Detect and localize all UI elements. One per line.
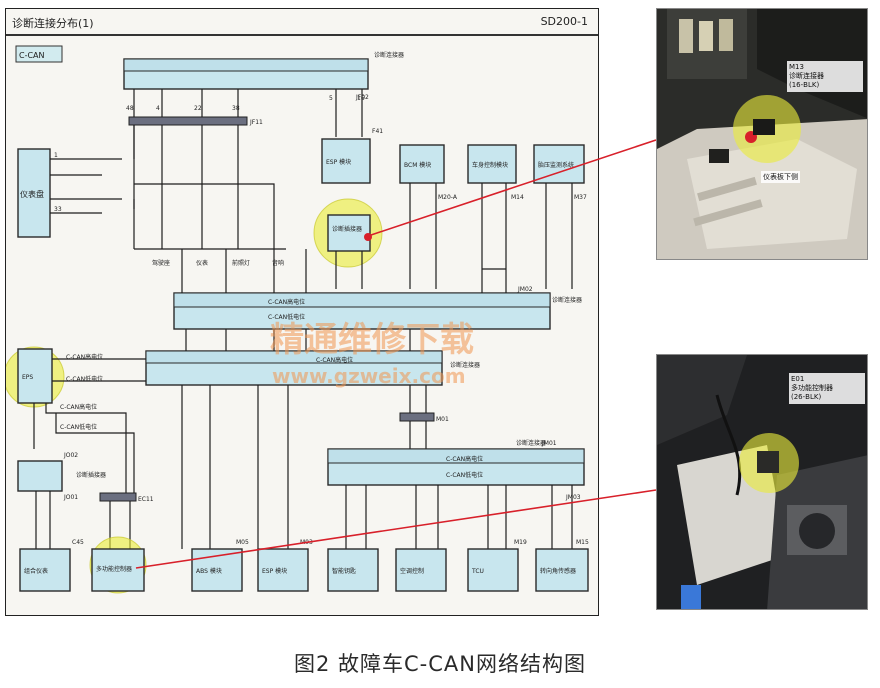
svg-text:C-CAN低电位: C-CAN低电位: [268, 313, 305, 321]
figure-caption: 图2 故障车C-CAN网络结构图: [293, 652, 586, 676]
svg-text:F41: F41: [372, 128, 383, 135]
diagram-title: 诊断连接分布(1): [12, 17, 94, 30]
svg-text:M01: M01: [436, 416, 449, 423]
left-lower-box: [17, 460, 63, 492]
svg-text:C-CAN高电位: C-CAN高电位: [66, 353, 103, 361]
instrument-cluster-box: [17, 148, 51, 238]
svg-text:5: 5: [329, 95, 333, 102]
svg-text:C-CAN低电位: C-CAN低电位: [446, 471, 483, 479]
svg-text:JM03: JM03: [565, 494, 581, 501]
svg-text:38: 38: [232, 105, 240, 112]
svg-text:诊断插接器: 诊断插接器: [76, 471, 106, 479]
svg-text:16: 16: [357, 95, 365, 102]
svg-text:C45: C45: [72, 539, 84, 546]
watermark-url: www.gzweix.com: [272, 364, 466, 388]
watermark-title: 精通维修下载: [270, 320, 474, 360]
svg-text:C-CAN高电位: C-CAN高电位: [316, 356, 353, 364]
photo-top-label: M13 诊断连接器 (16-BLK): [787, 61, 863, 92]
splice-bar-top: [128, 116, 248, 126]
svg-text:C-CAN高电位: C-CAN高电位: [60, 403, 97, 411]
bottom-module-left: [19, 548, 71, 592]
svg-text:组合仪表: 组合仪表: [24, 567, 48, 575]
network-label: C-CAN: [19, 51, 45, 60]
svg-text:22: 22: [194, 105, 202, 112]
svg-text:诊断插接器: 诊断插接器: [332, 225, 362, 233]
svg-text:TCU: TCU: [471, 568, 484, 575]
svg-text:JO02: JO02: [63, 452, 78, 459]
svg-text:33: 33: [54, 206, 62, 213]
wiring-diagram-panel: 诊断连接分布(1) SD200-1 C-CAN 诊断连接器 JF02 JF11 …: [5, 8, 599, 616]
svg-text:前照灯: 前照灯: [232, 259, 250, 267]
photo-multi-controller: E01 多功能控制器 (26-BLK): [656, 354, 868, 610]
svg-text:M19: M19: [514, 539, 527, 546]
left-ecu-box: [17, 348, 53, 404]
instrument-label: 仪表盘: [20, 189, 44, 199]
diagram-code: SD200-1: [540, 15, 588, 28]
svg-text:驾驶座: 驾驶座: [152, 259, 170, 267]
photo-bottom-label: E01 多功能控制器 (26-BLK): [789, 373, 865, 404]
svg-text:空调控制: 空调控制: [400, 567, 424, 575]
svg-text:ABS 模块: ABS 模块: [196, 567, 222, 575]
svg-text:4: 4: [156, 105, 160, 112]
svg-text:多功能控制器: 多功能控制器: [96, 565, 132, 573]
svg-text:JM01: JM01: [541, 440, 557, 447]
svg-text:C-CAN高电位: C-CAN高电位: [268, 298, 305, 306]
svg-text:ESP 模块: ESP 模块: [326, 158, 351, 166]
svg-text:JO01: JO01: [63, 494, 78, 501]
svg-text:ESP 模块: ESP 模块: [262, 567, 287, 575]
svg-text:转向角传感器: 转向角传感器: [540, 567, 576, 575]
svg-text:诊断连接器: 诊断连接器: [552, 296, 582, 304]
splice-bar-right: [399, 412, 435, 422]
svg-text:EC11: EC11: [138, 496, 154, 503]
svg-text:1: 1: [54, 152, 58, 159]
svg-text:BCM 模块: BCM 模块: [404, 161, 431, 169]
connector-jf11: JF11: [249, 119, 263, 126]
svg-text:智能钥匙: 智能钥匙: [332, 567, 356, 575]
svg-text:JM02: JM02: [517, 286, 533, 293]
svg-text:M05: M05: [236, 539, 249, 546]
svg-text:M37: M37: [574, 194, 587, 201]
top-connector-label: 诊断连接器: [374, 51, 404, 59]
svg-text:诊断连接器: 诊断连接器: [450, 361, 480, 369]
svg-text:C-CAN低电位: C-CAN低电位: [66, 375, 103, 383]
module-a-box: [321, 138, 371, 184]
diagram-header: 诊断连接分布(1) SD200-1: [6, 9, 598, 36]
svg-text:M14: M14: [511, 194, 524, 201]
diag-plug-red-marker: [364, 233, 372, 241]
wiring-diagram: C-CAN 诊断连接器 JF02 JF11 48 4 22 38 5 16 仪表…: [6, 45, 589, 594]
splice-bar-left: [99, 492, 137, 502]
photo-diag-connector: M13 诊断连接器 (16-BLK) 仪表板下侧: [656, 8, 868, 260]
diag-plug-box: [327, 214, 371, 252]
svg-text:C-CAN低电位: C-CAN低电位: [60, 423, 97, 431]
svg-text:音响: 音响: [272, 259, 284, 267]
svg-text:胎压监测系统: 胎压监测系统: [538, 161, 574, 169]
svg-text:M15: M15: [576, 539, 589, 546]
svg-text:EPS: EPS: [22, 374, 33, 381]
svg-text:车身控制模块: 车身控制模块: [472, 161, 508, 169]
network-label-box: [15, 45, 63, 63]
svg-text:诊断连接器: 诊断连接器: [516, 439, 546, 447]
svg-text:48: 48: [126, 105, 134, 112]
svg-text:M03: M03: [300, 539, 313, 546]
photo-top-sublabel: 仪表板下侧: [761, 171, 800, 183]
svg-text:M20-A: M20-A: [438, 194, 458, 201]
svg-text:C-CAN高电位: C-CAN高电位: [446, 455, 483, 463]
svg-text:仪表: 仪表: [196, 259, 208, 267]
bottom-module-multi: [91, 548, 145, 592]
